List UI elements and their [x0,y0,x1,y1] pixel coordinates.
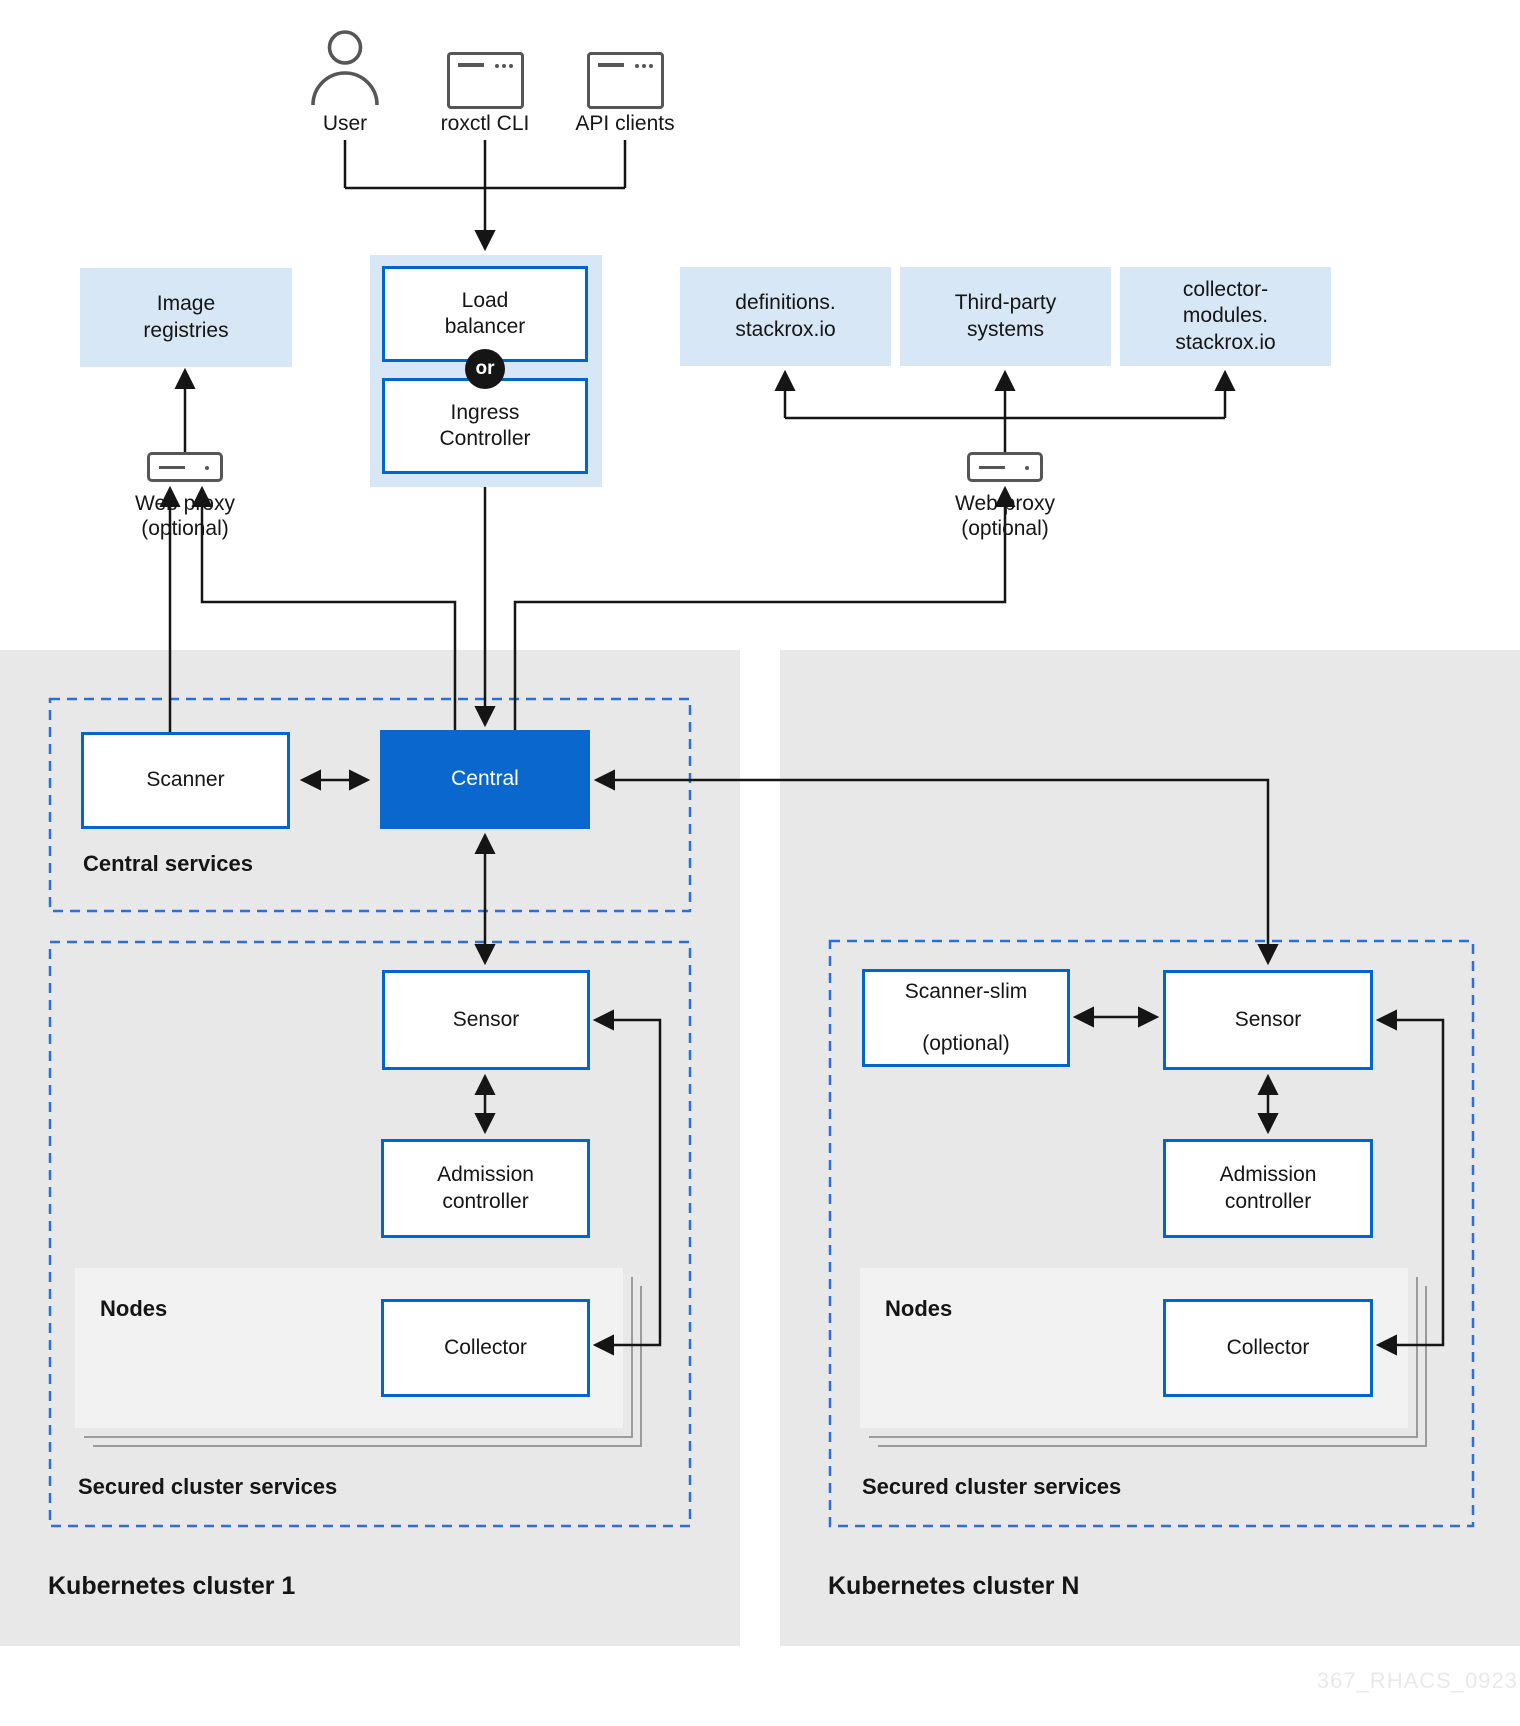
terminal-menu-dash [458,63,484,67]
proxy-dash [979,465,1005,469]
terminal-window-icon [447,52,524,109]
definitions-stackrox-box: definitions. stackrox.io [680,267,891,366]
nodes-label-cluster-1: Nodes [100,1296,168,1321]
arrow-sensor-collector-cluster-1 [592,1009,662,1356]
proxy-dash [159,465,185,469]
terminal-dot [635,64,639,68]
sensor-box-cluster-n: Sensor [1163,970,1373,1070]
sensor-box-cluster-1: Sensor [382,970,590,1070]
terminal-window-icon [587,52,664,109]
nodes-stack-lines [84,1277,1427,1447]
scanner-box: Scanner [81,732,290,829]
terminal-dot [509,64,513,68]
proxy-dot [205,466,209,470]
image-registries-box: Image registries [80,268,292,367]
admission-controller-box-cluster-n: Admission controller [1163,1139,1373,1238]
collector-box-cluster-n: Collector [1163,1299,1373,1397]
web-proxy-right-line2: (optional) [961,516,1049,540]
watermark: 367_RHACS_0923 [1316,1668,1518,1693]
arrow-sensor-collector-cluster-n [1375,1009,1445,1356]
scanner-slim-line1: Scanner-slim [904,979,1028,1003]
ingress-controller-box: Ingress Controller [382,378,588,474]
image-registries-label: Image registries [143,292,229,342]
web-proxy-icon [967,452,1043,482]
definitions-stackrox-label: definitions. stackrox.io [735,291,836,341]
arrow-central-to-right-web-proxy [513,485,1016,730]
terminal-menu-dash [598,63,624,67]
central-services-dashed-box [48,697,692,913]
load-balancer-box: Load balancer [382,266,588,362]
admission-controller-label: Admission controller [1219,1163,1317,1213]
web-proxy-left-line1: Web proxy [135,492,235,515]
clients-joiner-line [343,140,627,190]
central-services-label: Central services [83,851,253,876]
api-clients-label: API clients [575,112,675,135]
arrow-central-sensor-cluster-n [593,769,1279,966]
scanner-label: Scanner [146,768,225,792]
terminal-dot [502,64,506,68]
collector-box-cluster-1: Collector [381,1299,590,1397]
roxctl-cli-label: roxctl CLI [440,112,530,135]
user-label: User [322,112,368,135]
web-proxy-left-label: Web proxy (optional) [85,492,285,542]
ingress-controller-label: Ingress Controller [439,400,531,450]
kubernetes-cluster-n-title: Kubernetes cluster N [828,1572,1080,1600]
user-icon [310,28,380,108]
load-balancer-label: Load balancer [444,288,526,338]
collector-modules-label: collector- modules. stackrox.io [1175,278,1276,354]
terminal-dot [642,64,646,68]
collector-label: Collector [444,1335,527,1359]
collector-modules-box: collector- modules. stackrox.io [1120,267,1331,366]
secured-cluster-services-dashed-box-1 [48,940,692,1528]
web-proxy-left-line2: (optional) [141,516,229,540]
admission-controller-label: Admission controller [437,1163,534,1213]
terminal-dot [495,64,499,68]
sensor-label: Sensor [1234,1007,1302,1031]
arrow-central-to-left-web-proxy [191,485,457,730]
kubernetes-cluster-1-title: Kubernetes cluster 1 [48,1572,296,1600]
web-proxy-icon [147,452,223,482]
proxy-dot [1025,466,1029,470]
nodes-label-cluster-n: Nodes [885,1296,953,1321]
scanner-slim-line2: (optional) [922,1032,1010,1056]
web-proxy-right-line1: Web proxy [955,492,1055,515]
secured-cluster-services-label-1: Secured cluster services [78,1474,338,1499]
web-proxy-right-label: Web proxy (optional) [905,492,1105,542]
or-label: or [475,358,495,379]
scanner-slim-box: Scanner-slim (optional) [862,969,1070,1067]
secured-cluster-services-label-n: Secured cluster services [862,1474,1122,1499]
third-party-systems-label: Third-party systems [954,291,1057,341]
or-badge: or [465,349,505,389]
admission-controller-box-cluster-1: Admission controller [381,1139,590,1238]
sensor-label: Sensor [452,1007,520,1031]
third-party-systems-box: Third-party systems [900,267,1111,366]
central-label: Central [451,767,519,791]
central-box: Central [380,730,590,829]
secured-cluster-services-dashed-box-n [828,939,1475,1528]
terminal-dot [649,64,653,68]
collector-label: Collector [1226,1335,1310,1359]
